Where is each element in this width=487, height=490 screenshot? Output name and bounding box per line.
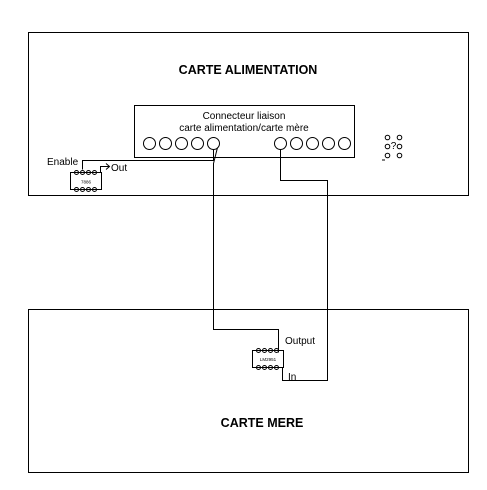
power-ic-part: 7886: [81, 180, 92, 185]
connector-label-line2: carte alimentation/carte mère: [179, 123, 309, 134]
input-wire: [280, 149, 328, 381]
connector-pin: [191, 137, 204, 150]
enable-label: Enable: [47, 157, 79, 168]
connector-box: [134, 105, 355, 158]
connector-pins-right: [274, 137, 351, 150]
connector-pin: [290, 137, 303, 150]
connector-pin: [175, 137, 188, 150]
output-label: Output: [285, 336, 315, 347]
output-wire: [213, 147, 279, 353]
jumper-symbol: ?: [382, 134, 403, 161]
connector-pin: [306, 137, 319, 150]
power-board-title: CARTE ALIMENTATION: [179, 63, 318, 77]
main-board-outline: [28, 309, 469, 473]
power-board-outline: [28, 32, 469, 196]
out-label: Out: [111, 163, 127, 174]
main-board-title: CARTE MERE: [221, 416, 304, 430]
main-ic-part: LM2951: [260, 357, 277, 362]
connector-pins-left: [143, 137, 220, 150]
out-arrow: [105, 163, 111, 170]
connector-pin: [159, 137, 172, 150]
main-ic: LM2951: [252, 348, 284, 370]
connector-label-line1: Connecteur liaison: [203, 111, 286, 122]
connector-pin: [143, 137, 156, 150]
connector-pin: [274, 137, 287, 150]
jumper-glyph: ?: [391, 141, 397, 152]
connector-pin: [322, 137, 335, 150]
power-ic: 7886: [70, 170, 102, 192]
out-wire: [100, 166, 110, 173]
connector-pin: [338, 137, 351, 150]
in-label: In: [288, 372, 296, 383]
enable-wire: [82, 149, 214, 170]
